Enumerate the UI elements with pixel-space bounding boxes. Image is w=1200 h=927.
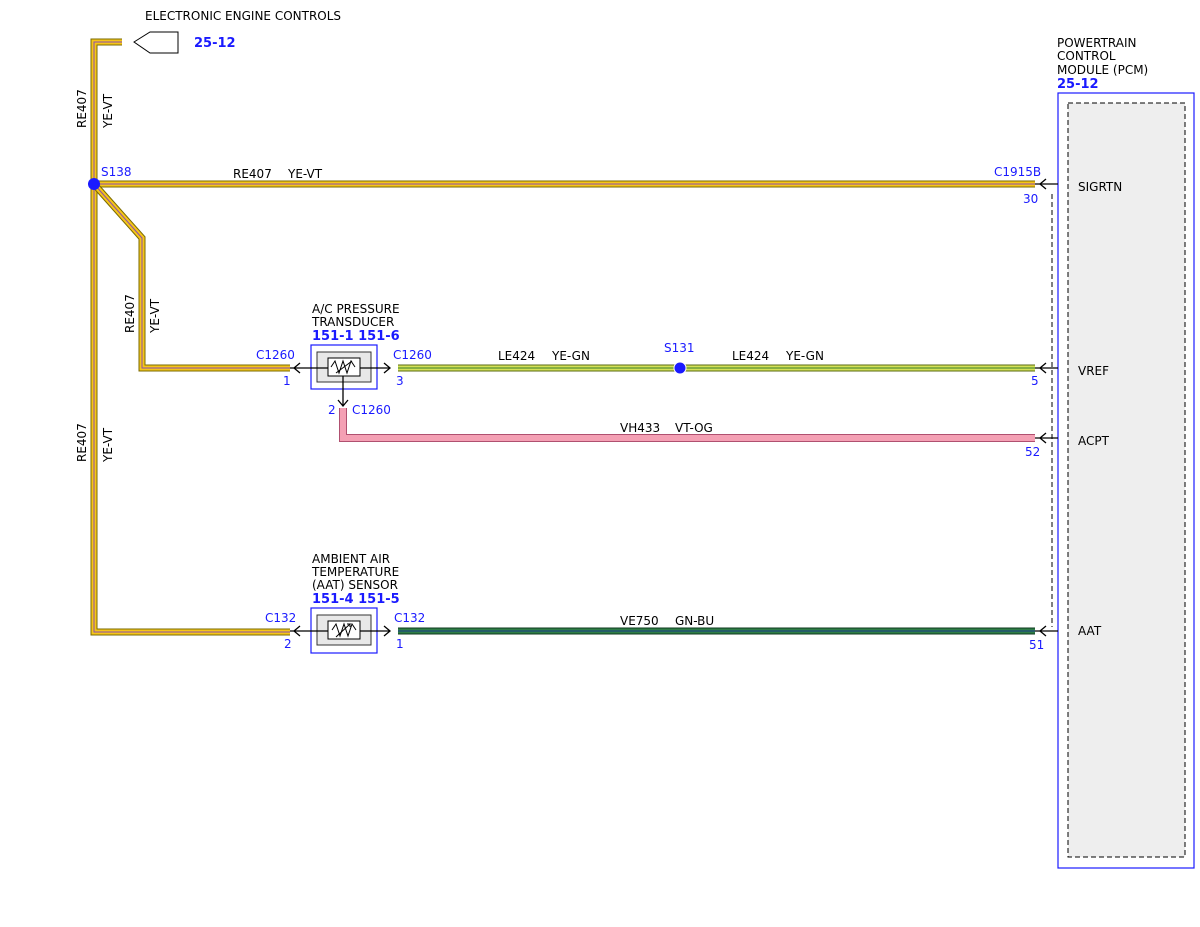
- pcm-pin-name: ACPT: [1078, 434, 1110, 448]
- component-title: AMBIENT AIR: [312, 552, 390, 566]
- wire-label-color: YE-VT: [287, 167, 323, 181]
- component-refs[interactable]: 151-1 151-6: [312, 329, 400, 344]
- connector-label: C132: [265, 611, 296, 625]
- wire-label-circuit: VE750: [620, 614, 659, 628]
- pin-arrow-icon: [1038, 178, 1047, 190]
- component-title: A/C PRESSURE: [312, 302, 400, 316]
- wire-re407-branch: [91, 181, 290, 372]
- wire-label-color: YE-VT: [148, 298, 162, 334]
- aat-sensor[interactable]: AMBIENT AIR TEMPERATURE (AAT) SENSOR 151…: [265, 552, 425, 654]
- pin-arrow-icon: [292, 625, 301, 637]
- wire-label-circuit: RE407: [75, 89, 89, 128]
- pcm-pin-number: 52: [1025, 445, 1040, 459]
- pcm-title: POWERTRAIN: [1057, 36, 1137, 50]
- wire-label-color: VT-OG: [675, 421, 713, 435]
- pcm-page-ref[interactable]: 25-12: [1057, 77, 1099, 92]
- pcm-inner-box: [1067, 102, 1186, 858]
- pin-number: 3: [396, 374, 404, 388]
- pin-arrow-icon: [1038, 432, 1047, 444]
- pcm-pin-number: 30: [1023, 192, 1038, 206]
- splice-label: S138: [101, 165, 132, 179]
- splice-s138[interactable]: S138: [88, 165, 132, 190]
- pressure-sensor-icon: [330, 359, 356, 375]
- wire-label-color: YE-GN: [551, 349, 590, 363]
- reference-connector-icon: [133, 31, 179, 54]
- component-title: (AAT) SENSOR: [312, 578, 398, 592]
- wire-re407-top: [90, 38, 290, 636]
- splice-s131[interactable]: S131: [664, 341, 695, 375]
- pin-arrow-icon: [383, 362, 392, 374]
- component-refs[interactable]: 151-4 151-5: [312, 592, 400, 607]
- pin-number: 1: [396, 637, 404, 651]
- pin-arrow-icon: [383, 625, 392, 637]
- connector-label: C1260: [256, 348, 295, 362]
- wire-label-color: GN-BU: [675, 614, 714, 628]
- wire-vh433-vt-og: [339, 408, 1035, 442]
- splice-dot-icon: [673, 361, 687, 375]
- pcm-module[interactable]: POWERTRAIN CONTROL MODULE (PCM) 25-12 C1…: [994, 36, 1195, 869]
- top-ref-label: ELECTRONIC ENGINE CONTROLS: [145, 9, 341, 23]
- pin-arrow-icon: [1038, 625, 1047, 637]
- wire-label-color: YE-VT: [101, 93, 115, 129]
- wire-label-circuit: LE424: [732, 349, 769, 363]
- pcm-title: MODULE (PCM): [1057, 63, 1148, 77]
- wire-label-circuit: RE407: [123, 294, 137, 333]
- pin-arrow-icon: [337, 399, 349, 408]
- wire-re407-ye-vt: [90, 38, 1035, 636]
- component-title: TRANSDUCER: [311, 315, 394, 329]
- thermistor-icon: [331, 622, 357, 638]
- wire-label-circuit: RE407: [75, 423, 89, 462]
- connector-label: C132: [394, 611, 425, 625]
- pcm-pin-name: AAT: [1078, 624, 1102, 638]
- pcm-pin-number: 51: [1029, 638, 1044, 652]
- pcm-title: CONTROL: [1057, 49, 1116, 63]
- connector-label: C1260: [393, 348, 432, 362]
- ac-pressure-transducer[interactable]: A/C PRESSURE TRANSDUCER 151-1 151-6 C126…: [256, 302, 432, 417]
- connector-label: C1260: [352, 403, 391, 417]
- vertical-wire-labels: RE407 YE-VT RE407 YE-VT RE407 YE-VT: [75, 89, 162, 463]
- pin-arrow-icon: [1038, 362, 1047, 374]
- pcm-pin-name: VREF: [1078, 364, 1109, 378]
- pcm-pin-name: SIGRTN: [1078, 180, 1122, 194]
- wire-label-circuit: VH433: [620, 421, 660, 435]
- splice-dot-icon: [88, 178, 100, 190]
- wire-label-color: YE-GN: [785, 349, 824, 363]
- wire-label-circuit: RE407: [233, 167, 272, 181]
- pcm-pin-number: 5: [1031, 374, 1039, 388]
- splice-label: S131: [664, 341, 695, 355]
- wire-label-circuit: LE424: [498, 349, 535, 363]
- pin-number: 2: [328, 403, 336, 417]
- pin-arrow-icon: [292, 362, 301, 374]
- top-reference: ELECTRONIC ENGINE CONTROLS 25-12: [133, 9, 341, 54]
- pcm-connector-label: C1915B: [994, 165, 1041, 179]
- wire-label-color: YE-VT: [101, 427, 115, 463]
- top-ref-page[interactable]: 25-12: [194, 36, 236, 51]
- pin-number: 1: [283, 374, 291, 388]
- component-title: TEMPERATURE: [311, 565, 399, 579]
- pin-number: 2: [284, 637, 292, 651]
